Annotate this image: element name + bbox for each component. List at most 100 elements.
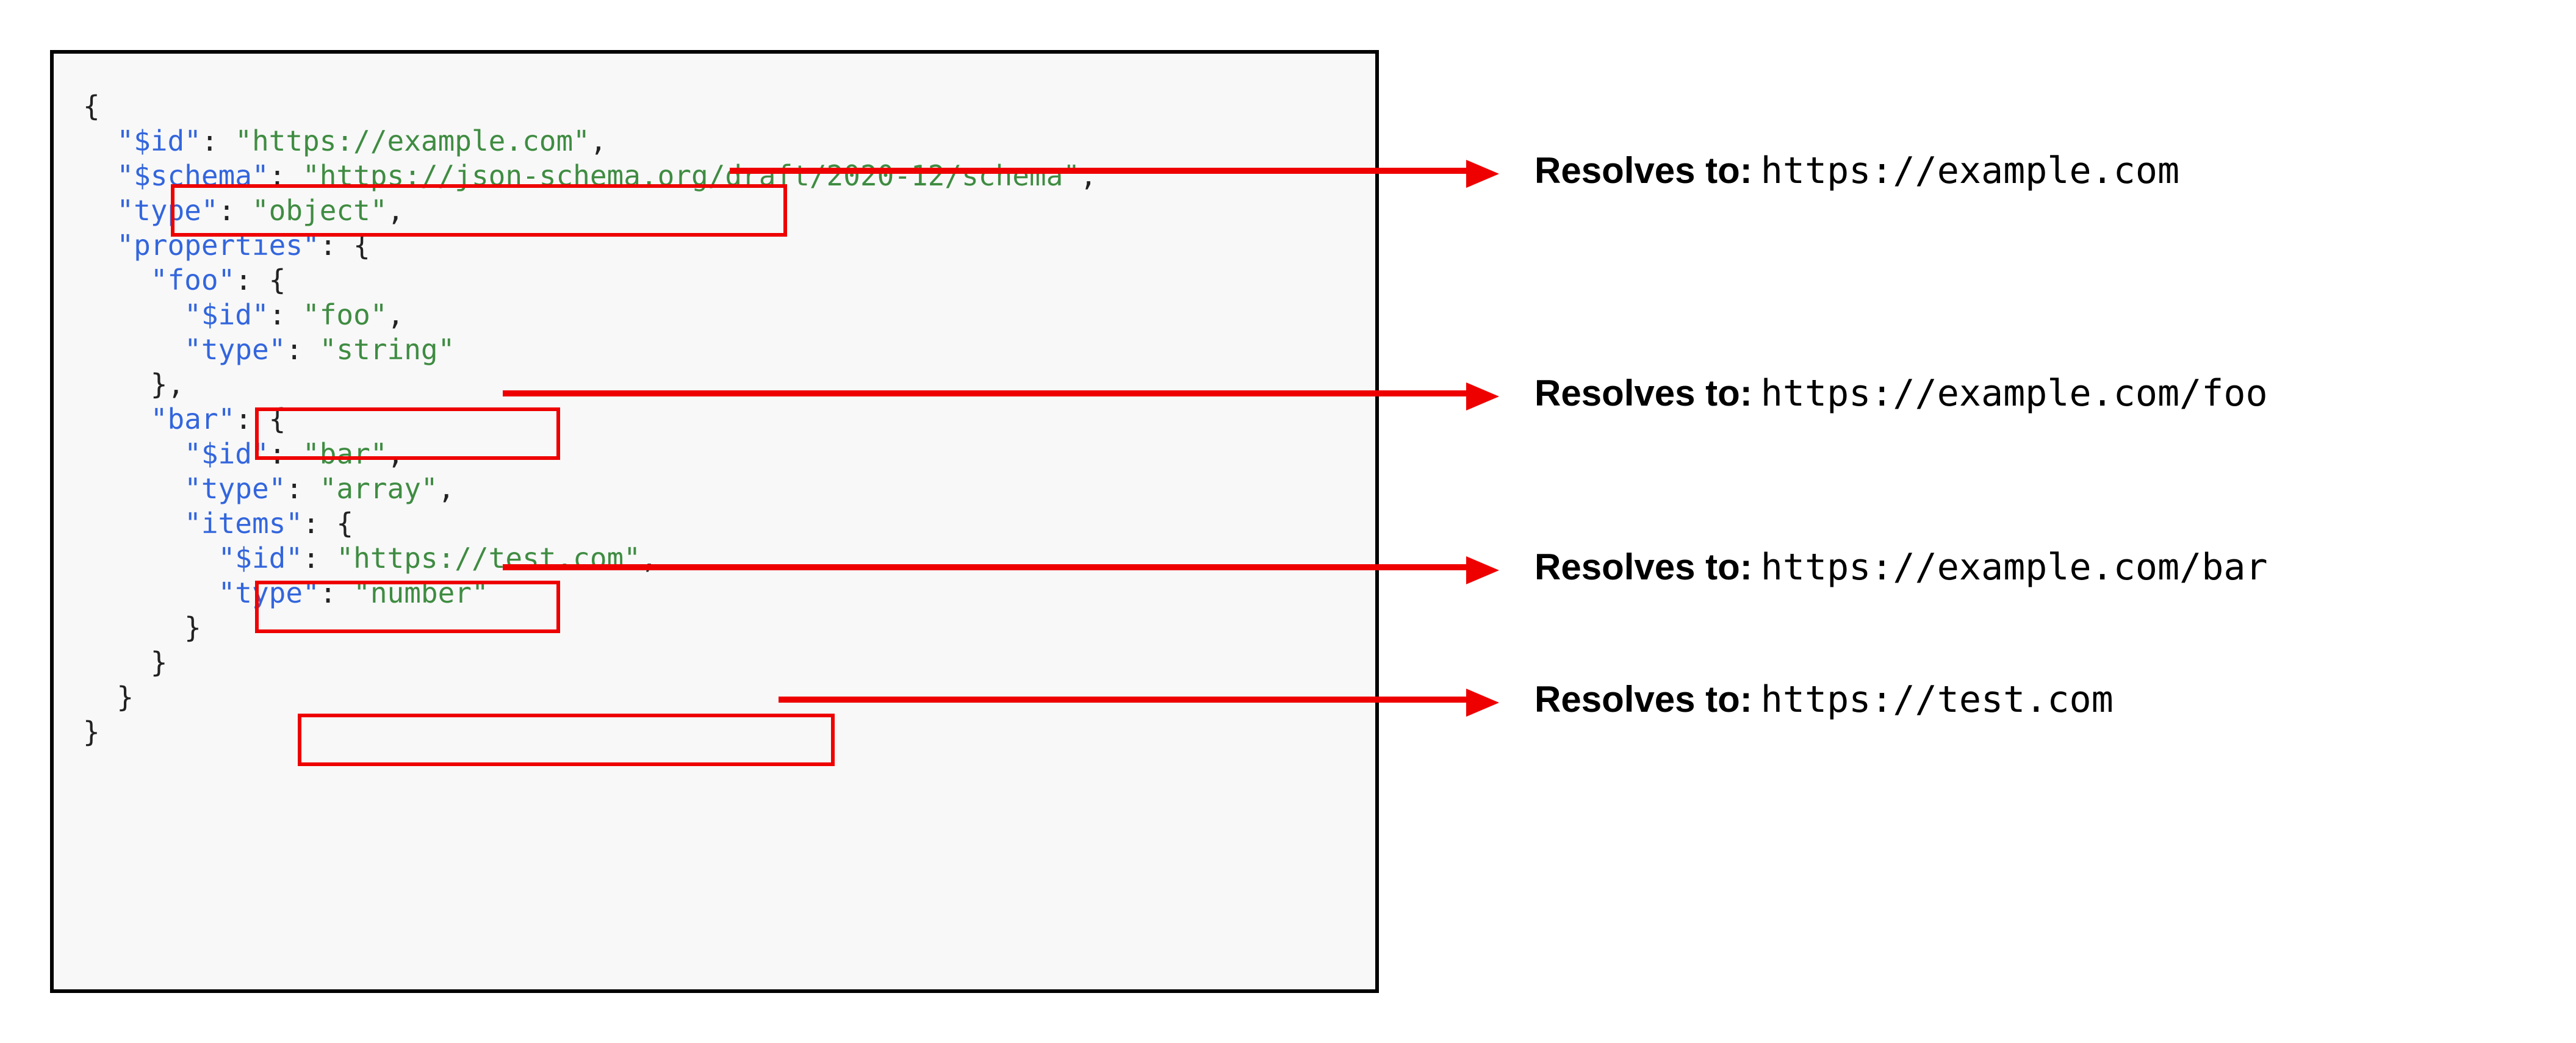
resolves-to-label: Resolves to: <box>1534 150 1752 191</box>
resolves-to-label: Resolves to: <box>1534 679 1752 720</box>
code-token-key: "type" <box>184 472 286 505</box>
code-indent <box>83 611 184 644</box>
code-token-punct: , <box>387 437 405 470</box>
code-indent <box>83 472 184 505</box>
code-line: { <box>83 89 1097 124</box>
code-token-punct: : { <box>319 229 370 262</box>
code-token-punct: , <box>1079 159 1097 192</box>
code-token-punct: , <box>589 124 607 157</box>
resolved-url-value: https://test.com <box>1760 678 2114 721</box>
code-token-key: "$id" <box>184 437 269 470</box>
code-token-punct: , <box>387 298 405 331</box>
code-line: "items": { <box>83 506 1097 541</box>
code-token-string: "number" <box>353 576 489 609</box>
resolved-url-value: https://example.com/bar <box>1760 546 2268 589</box>
code-token-punct: } <box>83 715 100 748</box>
arrow-head-icon <box>1466 689 1499 717</box>
code-token-key: "type" <box>218 576 320 609</box>
code-token-punct: : <box>201 124 236 157</box>
resolves-to-label: Resolves to: <box>1534 373 1752 414</box>
arrow-head-icon <box>1466 556 1499 584</box>
annotation-root-id: Resolves to:https://example.com <box>1534 149 2180 192</box>
code-token-key: "$id" <box>184 298 269 331</box>
code-token-punct: } <box>150 646 168 679</box>
code-indent <box>83 298 184 331</box>
code-token-string: "object" <box>251 194 387 227</box>
code-token-key: "items" <box>184 507 303 540</box>
code-token-punct: , <box>437 472 455 505</box>
code-line: "type": "object", <box>83 193 1097 228</box>
code-line: } <box>83 645 1097 680</box>
code-indent <box>83 229 117 262</box>
code-indent <box>83 437 184 470</box>
code-token-string: "string" <box>319 333 455 366</box>
annotation-foo-id: Resolves to:https://example.com/foo <box>1534 375 2268 412</box>
code-token-punct: : <box>286 472 320 505</box>
code-token-key: "$id" <box>117 124 201 157</box>
code-line: "foo": { <box>83 263 1097 298</box>
code-token-string: "https://example.com" <box>235 124 590 157</box>
code-line: "$id": "foo", <box>83 298 1097 332</box>
code-token-punct: : <box>218 194 252 227</box>
code-token-key: "bar" <box>150 403 236 435</box>
code-line: "$id": "https://test.com", <box>83 541 1097 576</box>
resolved-url-value: https://example.com/foo <box>1760 372 2268 415</box>
code-token-key: "$id" <box>218 542 303 575</box>
annotation-items-id: Resolves to:https://test.com <box>1534 678 2114 721</box>
code-indent <box>83 403 151 435</box>
resolved-url-value: https://example.com <box>1760 149 2180 192</box>
code-token-string: "array" <box>319 472 438 505</box>
code-token-key: "type" <box>184 333 286 366</box>
code-line: "type": "array", <box>83 471 1097 506</box>
code-line: "properties": { <box>83 228 1097 263</box>
code-indent <box>83 646 151 679</box>
code-token-punct: } <box>184 611 201 644</box>
code-indent <box>83 333 184 366</box>
code-line: "$schema": "https://json-schema.org/draf… <box>83 159 1097 193</box>
code-token-string: "foo" <box>303 298 387 331</box>
code-token-punct: }, <box>150 368 185 401</box>
code-token-punct: : <box>268 159 303 192</box>
code-line: "type": "string" <box>83 332 1097 367</box>
code-indent <box>83 194 117 227</box>
code-indent <box>83 576 218 609</box>
json-code-block[interactable]: { "$id": "https://example.com", "$schema… <box>83 89 1097 750</box>
arrow-line <box>503 564 1472 570</box>
code-token-key: "properties" <box>117 229 320 262</box>
code-token-punct: : { <box>303 507 354 540</box>
code-token-punct: } <box>117 681 134 714</box>
code-indent <box>83 368 151 401</box>
code-line: "bar": { <box>83 402 1097 437</box>
code-indent <box>83 542 218 575</box>
code-token-string: "bar" <box>303 437 387 470</box>
code-line: "$id": "bar", <box>83 437 1097 471</box>
arrow-line <box>730 168 1472 174</box>
code-token-punct: : <box>319 576 354 609</box>
resolves-to-label: Resolves to: <box>1534 547 1752 587</box>
code-indent <box>83 124 117 157</box>
json-schema-code-panel: { "$id": "https://example.com", "$schema… <box>50 50 1379 993</box>
code-token-punct: : { <box>235 263 286 296</box>
code-indent <box>83 263 151 296</box>
code-line: "$id": "https://example.com", <box>83 124 1097 159</box>
arrow-head-icon <box>1466 160 1499 188</box>
code-line: } <box>83 715 1097 750</box>
code-token-punct: : <box>268 298 303 331</box>
code-line: } <box>83 680 1097 715</box>
code-token-punct: , <box>387 194 405 227</box>
code-token-punct: : { <box>235 403 286 435</box>
code-line: }, <box>83 367 1097 402</box>
code-token-punct: { <box>83 90 100 123</box>
code-indent <box>83 507 184 540</box>
code-indent <box>83 159 117 192</box>
code-token-punct: : <box>303 542 337 575</box>
code-token-key: "$schema" <box>117 159 269 192</box>
code-line: } <box>83 611 1097 645</box>
arrow-line <box>503 390 1472 396</box>
code-line: "type": "number" <box>83 576 1097 611</box>
arrow-head-icon <box>1466 382 1499 410</box>
code-token-key: "type" <box>117 194 218 227</box>
code-token-key: "foo" <box>150 263 236 296</box>
code-token-string: "https://json-schema.org/draft/2020-12/s… <box>303 159 1080 192</box>
code-token-punct: : <box>268 437 303 470</box>
